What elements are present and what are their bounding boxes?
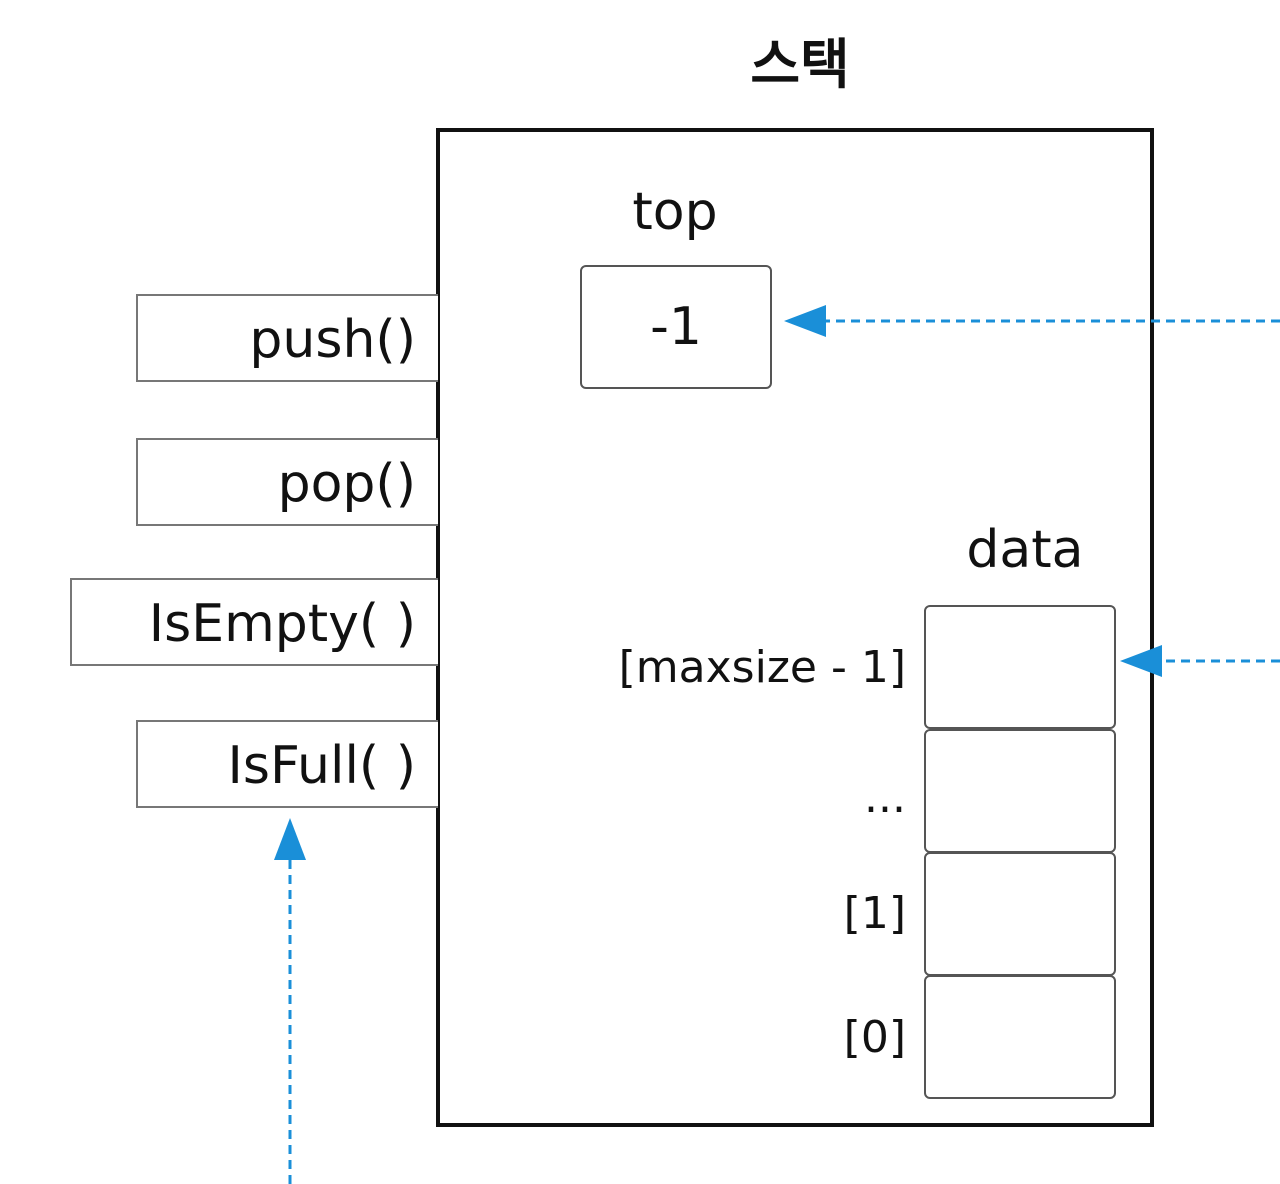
stack-title: 스택 bbox=[750, 33, 850, 96]
data-cell-0 bbox=[924, 975, 1116, 1099]
arrow-to-data-head bbox=[1120, 645, 1162, 677]
top-value-box: -1 bbox=[580, 265, 772, 389]
method-pop: pop() bbox=[136, 438, 438, 526]
arrow-to-methods-head bbox=[274, 818, 306, 860]
arrow-to-methods bbox=[274, 818, 306, 1184]
method-isfull: IsFull( ) bbox=[136, 720, 438, 808]
index-label-1: [1] bbox=[843, 888, 906, 939]
data-cell-maxsize-minus-1 bbox=[924, 605, 1116, 729]
index-label-0: [0] bbox=[843, 1012, 906, 1063]
top-label: top bbox=[632, 182, 718, 242]
data-label: data bbox=[966, 520, 1084, 580]
arrow-to-top bbox=[784, 305, 1280, 337]
arrow-to-top-head bbox=[784, 305, 826, 337]
data-cell-ellipsis bbox=[924, 729, 1116, 853]
method-isempty: IsEmpty( ) bbox=[70, 578, 438, 666]
index-label-maxsize-minus-1: [maxsize - 1] bbox=[618, 642, 906, 693]
index-label-ellipsis: ... bbox=[864, 772, 906, 823]
arrow-to-data bbox=[1120, 645, 1280, 677]
method-push: push() bbox=[136, 294, 438, 382]
